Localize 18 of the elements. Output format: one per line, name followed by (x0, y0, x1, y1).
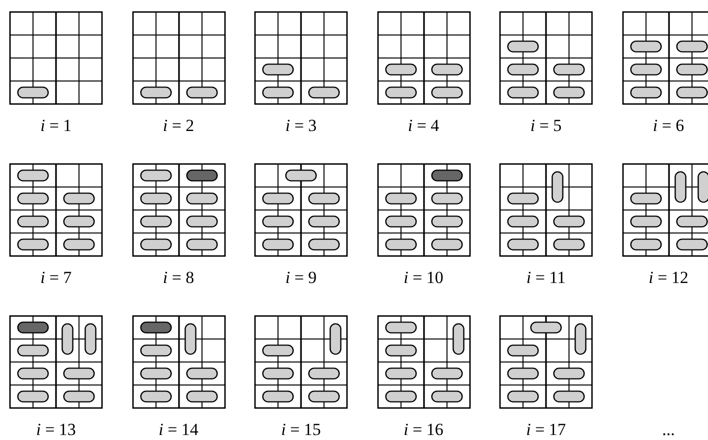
panel-label: i = 17 (526, 420, 566, 440)
panel-label: i = 1 (40, 116, 72, 136)
panel-label: i = 6 (652, 116, 684, 136)
panel-label: i = 5 (530, 116, 562, 136)
panel-label: i = 3 (285, 116, 317, 136)
ellipsis: ... (662, 420, 675, 440)
panel-label: i = 2 (162, 116, 194, 136)
panel-label: i = 7 (40, 268, 72, 288)
panel-label: i = 11 (526, 268, 566, 288)
panel-label: i = 13 (36, 420, 76, 440)
panel-label: i = 10 (404, 268, 444, 288)
panel-label: i = 14 (158, 420, 198, 440)
panel-label: i = 8 (162, 268, 194, 288)
panel-label: i = 4 (408, 116, 440, 136)
panel-label: i = 16 (404, 420, 444, 440)
panel-label: i = 15 (281, 420, 321, 440)
panel-label: i = 12 (648, 268, 688, 288)
panel-label: i = 9 (285, 268, 317, 288)
